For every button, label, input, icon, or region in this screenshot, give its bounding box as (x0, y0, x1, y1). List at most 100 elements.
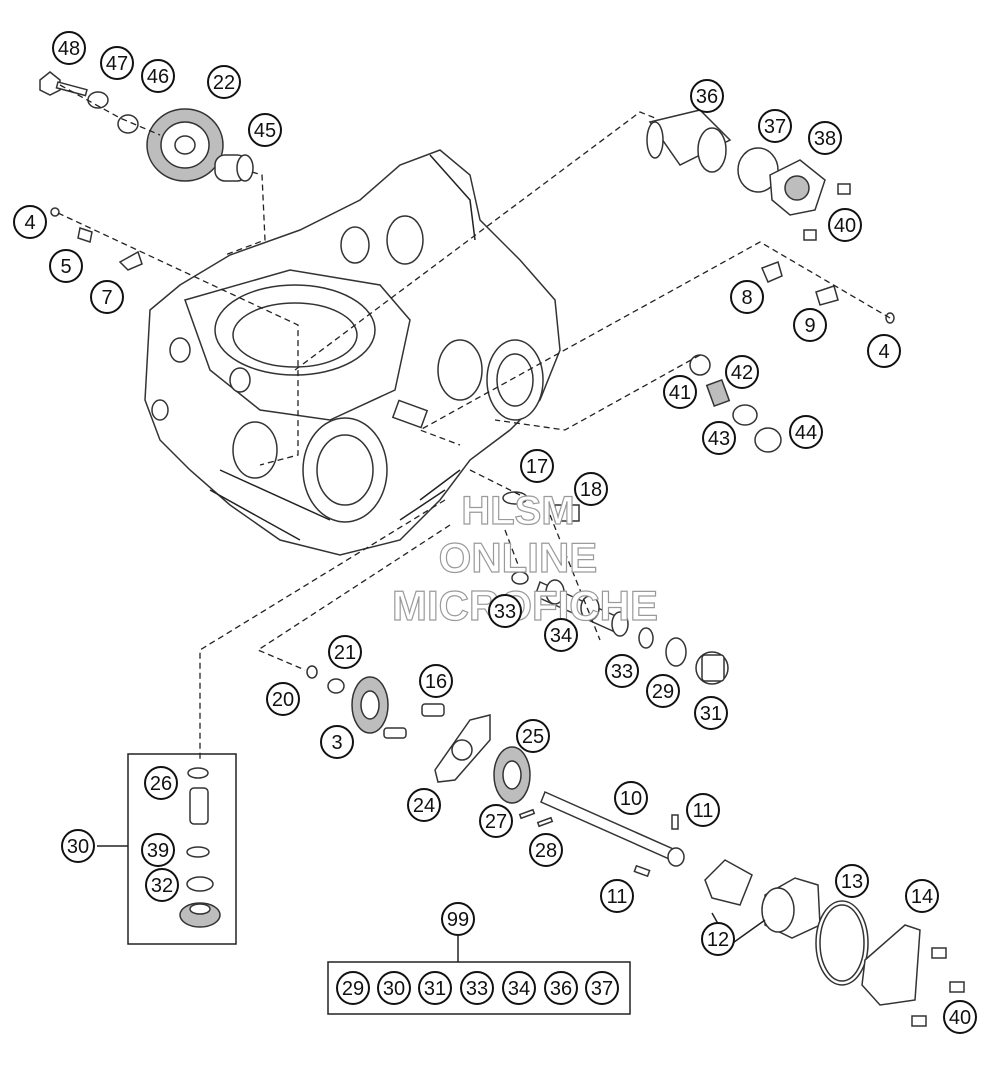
callout-18-label: 18 (580, 479, 602, 501)
kit-99-item-33[interactable]: 33 (460, 971, 494, 1005)
callout-3[interactable]: 3 (320, 725, 354, 759)
callout-10-label: 10 (620, 788, 642, 810)
callout-99[interactable]: 99 (441, 902, 475, 936)
callout-44[interactable]: 44 (789, 415, 823, 449)
pump-housing-group (434, 714, 685, 878)
callout-44-label: 44 (795, 422, 817, 444)
callout-36-label: 36 (696, 86, 718, 108)
callout-30-label: 30 (67, 836, 89, 858)
callout-21[interactable]: 21 (328, 635, 362, 669)
callout-9[interactable]: 9 (793, 308, 827, 342)
callout-41-label: 41 (669, 382, 691, 404)
callout-26[interactable]: 26 (144, 766, 178, 800)
callout-5-label: 5 (60, 256, 71, 278)
kit-99-item-29[interactable]: 29 (336, 971, 370, 1005)
callout-8-label: 8 (741, 287, 752, 309)
watermark-line2: ONLINE (439, 534, 598, 581)
callout-36[interactable]: 36 (690, 79, 724, 113)
callout-4-right[interactable]: 4 (867, 334, 901, 368)
screen-parts-left (50, 207, 143, 271)
kit-30-box (127, 753, 237, 945)
callout-25-label: 25 (522, 726, 544, 748)
callout-11-upper[interactable]: 11 (686, 793, 720, 827)
kit-99-item-33-label: 33 (466, 978, 488, 1000)
callout-31-label: 31 (700, 703, 722, 725)
callout-13-label: 13 (841, 871, 863, 893)
callout-37[interactable]: 37 (758, 109, 792, 143)
callout-32[interactable]: 32 (145, 868, 179, 902)
kit-99-item-31[interactable]: 31 (418, 971, 452, 1005)
callout-27-label: 27 (485, 811, 507, 833)
callout-16-label: 16 (425, 671, 447, 693)
callout-30[interactable]: 30 (61, 829, 95, 863)
callout-12[interactable]: 12 (701, 922, 735, 956)
callout-24[interactable]: 24 (407, 788, 441, 822)
callout-7-label: 7 (101, 287, 112, 309)
oil-pump-gear-group (306, 665, 445, 739)
callout-14[interactable]: 14 (905, 879, 939, 913)
kit-99-item-37[interactable]: 37 (585, 971, 619, 1005)
callout-42[interactable]: 42 (725, 355, 759, 389)
callout-46[interactable]: 46 (141, 59, 175, 93)
oil-pump-drive-group (39, 71, 254, 182)
callout-40-bottom-label: 40 (949, 1007, 971, 1029)
callout-29-label: 29 (652, 681, 674, 703)
callout-33-upper[interactable]: 33 (488, 594, 522, 628)
kit-99-item-30[interactable]: 30 (377, 971, 411, 1005)
callout-4-left[interactable]: 4 (13, 205, 47, 239)
callout-33-upper-label: 33 (494, 601, 516, 623)
callout-41[interactable]: 41 (663, 375, 697, 409)
callout-33-lower[interactable]: 33 (605, 654, 639, 688)
callout-45[interactable]: 45 (248, 113, 282, 147)
callout-17[interactable]: 17 (520, 449, 554, 483)
engine-crankcase (144, 149, 561, 556)
pressure-relief-valve (689, 354, 782, 453)
callout-16[interactable]: 16 (419, 664, 453, 698)
callout-38[interactable]: 38 (808, 121, 842, 155)
callout-20-label: 20 (272, 689, 294, 711)
callout-11-lower-label: 11 (607, 886, 628, 908)
callout-28[interactable]: 28 (529, 833, 563, 867)
callout-43[interactable]: 43 (702, 421, 736, 455)
watermark: HLSM ONLINE MICROFICHE (391, 488, 658, 629)
callout-8[interactable]: 8 (730, 280, 764, 314)
callout-34-label: 34 (550, 625, 572, 647)
callout-10[interactable]: 10 (614, 781, 648, 815)
watermark-line1: HLSM (461, 489, 574, 533)
callout-40-top[interactable]: 40 (828, 208, 862, 242)
callout-5[interactable]: 5 (49, 249, 83, 283)
watermark-line3: MICROFICHE (392, 582, 658, 629)
kit-99-item-30-label: 30 (383, 978, 405, 1000)
callout-48-label: 48 (58, 38, 80, 60)
callout-9-label: 9 (804, 315, 815, 337)
callout-7[interactable]: 7 (90, 280, 124, 314)
callout-38-label: 38 (814, 128, 836, 150)
callout-31[interactable]: 31 (694, 696, 728, 730)
callout-45-label: 45 (254, 120, 276, 142)
kit-99-item-36[interactable]: 36 (544, 971, 578, 1005)
kit-99-item-34-label: 34 (508, 978, 530, 1000)
callout-47-label: 47 (106, 53, 128, 75)
kit-99-item-34[interactable]: 34 (502, 971, 536, 1005)
callout-40-bottom[interactable]: 40 (943, 1000, 977, 1034)
callout-11-lower[interactable]: 11 (600, 879, 634, 913)
callout-13[interactable]: 13 (835, 864, 869, 898)
kit-99-item-29-label: 29 (342, 978, 364, 1000)
callout-22-label: 22 (213, 72, 235, 94)
callout-20[interactable]: 20 (266, 682, 300, 716)
callout-47[interactable]: 47 (100, 46, 134, 80)
callout-22[interactable]: 22 (207, 65, 241, 99)
callout-39[interactable]: 39 (141, 833, 175, 867)
callout-18[interactable]: 18 (574, 472, 608, 506)
callout-25[interactable]: 25 (516, 719, 550, 753)
kit-99-item-37-label: 37 (591, 978, 613, 1000)
kit-99-item-31-label: 31 (424, 978, 446, 1000)
callout-33-lower-label: 33 (611, 661, 633, 683)
callout-29[interactable]: 29 (646, 674, 680, 708)
callout-34[interactable]: 34 (544, 618, 578, 652)
callout-40-top-label: 40 (834, 215, 856, 237)
callout-27[interactable]: 27 (479, 804, 513, 838)
callout-21-label: 21 (334, 642, 356, 664)
callout-48[interactable]: 48 (52, 31, 86, 65)
